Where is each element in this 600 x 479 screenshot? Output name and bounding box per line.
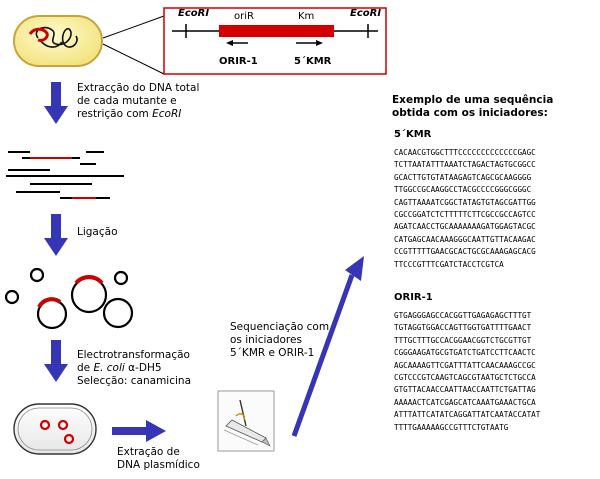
example-heading: Exemplo de uma sequência obtida com os i… — [392, 94, 554, 119]
flow-arrow-2 — [44, 214, 68, 256]
kmr-sequence-title: 5´KMR — [394, 129, 432, 140]
ecori-left-label: EcoRI — [178, 8, 210, 19]
sequencing-tube-icon — [217, 390, 275, 452]
primer-kmr-label: 5´KMR — [294, 56, 332, 67]
kmr-sequence-block: CACAACGTGGCTTTCCCCCCCCCCCCCGAGC TCTTAATA… — [394, 148, 536, 269]
orir-label: oriR — [234, 11, 254, 22]
restriction-fragments — [6, 151, 124, 199]
orir-sequence-block: GTGAGGGAGCCACGGTTGAGAGAGCTTTGT TGTAGGTGG… — [394, 311, 541, 432]
flow-arrow-1 — [44, 82, 68, 124]
step-sequencing-text: Sequenciação com os iniciadores 5´KMR e … — [230, 321, 330, 359]
primer-kmr-arrow — [316, 40, 323, 46]
insert-arc-1 — [37, 297, 62, 309]
step-ligation-text: Ligação — [77, 226, 118, 238]
petri-dish-icon — [13, 403, 97, 455]
primer-orir-label: ORIR-1 — [219, 56, 258, 67]
transposon-insert — [219, 25, 334, 37]
step-electrotransformation-text: Electrotransformação de E. coli α-DH5 Se… — [77, 349, 192, 387]
orir-sequence-title: ORIR-1 — [394, 292, 433, 303]
ligated-circles — [4, 267, 134, 330]
step-plasmid-extraction-text: Extração de DNA plasmídico — [117, 446, 200, 471]
primer-orir-arrow — [226, 40, 233, 46]
flow-arrow-3 — [44, 340, 68, 382]
sequencing-result-arrow — [291, 256, 364, 437]
ecori-right-label: EcoRI — [350, 8, 382, 19]
construct-map-frame — [163, 7, 387, 75]
step-extraction-text: Extracção do DNA total de cada mutante e… — [77, 82, 200, 120]
bacterium-cell-icon — [13, 15, 103, 67]
insert-arc-2 — [74, 275, 104, 285]
km-label: Km — [298, 11, 315, 22]
transposon-marker — [28, 27, 49, 42]
flow-arrow-horizontal — [112, 420, 166, 442]
